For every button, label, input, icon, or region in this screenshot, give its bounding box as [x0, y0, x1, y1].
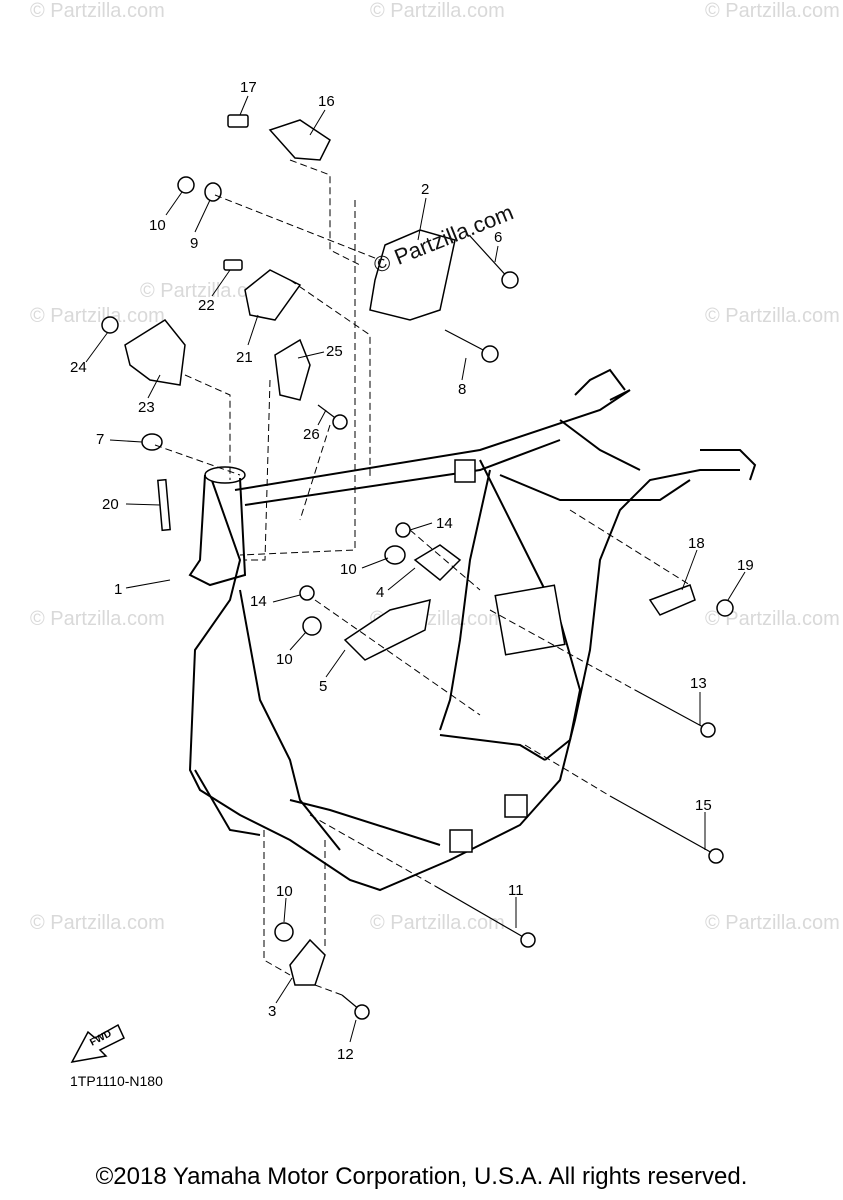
copyright-text: ©2018 Yamaha Motor Corporation, U.S.A. A…	[95, 1163, 748, 1190]
callout-20: 20	[102, 496, 119, 513]
leader-lines	[85, 95, 746, 1043]
callout-10: 10	[276, 883, 293, 900]
watermark: © Partzilla.com	[140, 280, 275, 302]
callout-10: 10	[276, 651, 293, 668]
callout-1: 1	[114, 581, 123, 598]
watermark: © Partzilla.com	[705, 912, 840, 934]
watermark: © Partzilla.com	[30, 912, 165, 934]
callout-24: 24	[70, 359, 87, 376]
callout-23: 23	[138, 399, 155, 416]
watermark: © Partzilla.com	[30, 608, 165, 630]
callout-10: 10	[149, 217, 166, 234]
main-frame	[188, 368, 757, 892]
callout-10: 10	[340, 561, 357, 578]
fwd-arrow-icon	[70, 1023, 125, 1064]
callout-13: 13	[690, 675, 707, 692]
watermark: © Partzilla.com	[30, 305, 165, 327]
callout-15: 15	[695, 797, 712, 814]
callout-6: 6	[494, 229, 503, 246]
callout-4: 4	[376, 584, 385, 601]
callout-17: 17	[240, 79, 257, 96]
watermark: © Partzilla.com	[370, 912, 505, 934]
callout-14: 14	[436, 515, 453, 532]
callout-14: 14	[250, 593, 267, 610]
watermark: © Partzilla.com	[370, 0, 505, 22]
callout-2: 2	[421, 181, 430, 198]
callout-26: 26	[303, 426, 320, 443]
hardware-parts	[101, 114, 734, 1020]
callout-22: 22	[198, 297, 215, 314]
assembly-lines	[154, 159, 691, 996]
callout-19: 19	[737, 557, 754, 574]
callout-18: 18	[688, 535, 705, 552]
watermark: © Partzilla.com	[705, 0, 840, 22]
callout-5: 5	[319, 678, 328, 695]
diagram-code: 1TP1110-N180	[70, 1073, 163, 1089]
callout-11: 11	[508, 882, 524, 899]
callout-21: 21	[236, 349, 253, 366]
watermark: © Partzilla.com	[30, 0, 165, 22]
watermark: © Partzilla.com	[705, 608, 840, 630]
callout-7: 7	[96, 431, 105, 448]
watermark: © Partzilla.com	[705, 305, 840, 327]
callout-3: 3	[268, 1003, 277, 1020]
callout-25: 25	[326, 343, 343, 360]
callout-9: 9	[190, 235, 199, 252]
callout-12: 12	[337, 1046, 354, 1063]
callout-16: 16	[318, 93, 335, 110]
callout-8: 8	[458, 381, 467, 398]
